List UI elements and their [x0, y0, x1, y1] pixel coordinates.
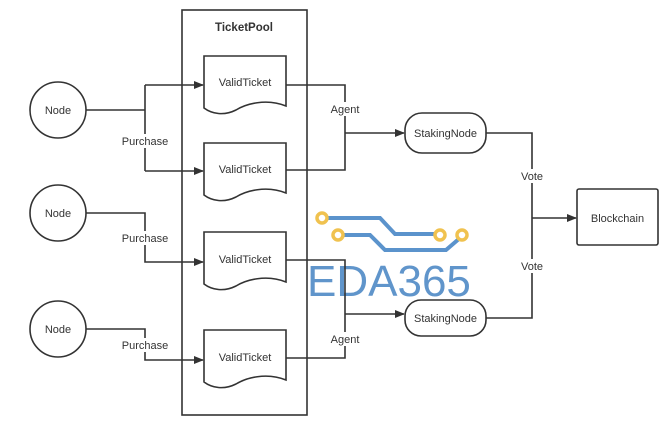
vote-label: Vote	[521, 261, 543, 273]
node-label: Node	[45, 105, 71, 117]
purchase-edge-3: Purchase	[86, 328, 204, 364]
ticket-label: ValidTicket	[219, 352, 272, 364]
eda365-watermark-logo: EDA365	[307, 211, 471, 306]
staking-node-label: StakingNode	[414, 313, 477, 325]
node-1: Node	[29, 81, 87, 139]
ticket-4: ValidTicket	[203, 329, 287, 389]
agent-edge-2: Agent	[286, 259, 405, 359]
node-label: Node	[45, 324, 71, 336]
purchase-label: Purchase	[122, 340, 168, 352]
agent-edge-1: Agent	[286, 84, 405, 171]
staking-node-2: StakingNode	[404, 299, 487, 337]
ticketpool-title: TicketPool	[215, 22, 273, 34]
node-3: Node	[29, 300, 87, 358]
ticket-3: ValidTicket	[203, 231, 287, 291]
staking-node-label: StakingNode	[414, 128, 477, 140]
purchase-label: Purchase	[122, 233, 168, 245]
vote-label: Vote	[521, 171, 543, 183]
staking-node-1: StakingNode	[404, 112, 487, 154]
purchase-edge-1: Purchase	[86, 81, 204, 175]
node-label: Node	[45, 208, 71, 220]
ticket-2: ValidTicket	[203, 142, 287, 202]
purchase-edge-2: Purchase	[86, 212, 204, 266]
vote-edges: Vote Vote	[486, 132, 577, 319]
agent-label: Agent	[331, 334, 360, 346]
blockchain-box: Blockchain	[576, 188, 659, 246]
ticket-label: ValidTicket	[219, 77, 272, 89]
blockchain-label: Blockchain	[591, 213, 644, 225]
node-2: Node	[29, 184, 87, 242]
agent-label: Agent	[331, 104, 360, 116]
ticket-1: ValidTicket	[203, 55, 287, 115]
ticket-label: ValidTicket	[219, 164, 272, 176]
purchase-label: Purchase	[122, 136, 168, 148]
watermark-text: EDA365	[307, 257, 471, 306]
ticket-label: ValidTicket	[219, 254, 272, 266]
